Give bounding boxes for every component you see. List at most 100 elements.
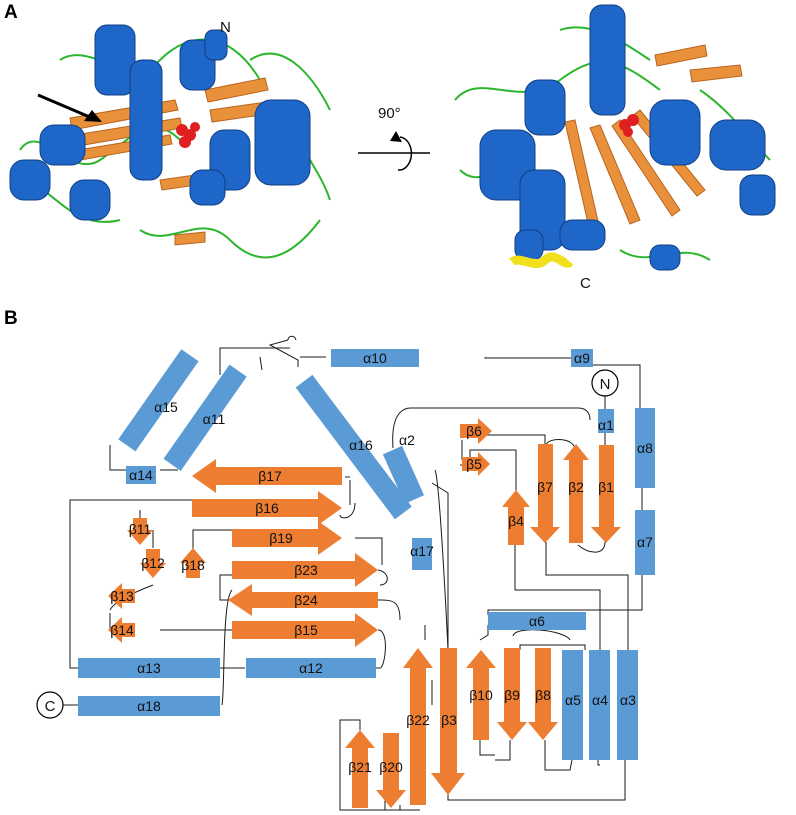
helix-a8-label: α8 [637, 440, 653, 456]
strand-b2 [563, 444, 589, 543]
strand-b9-label: β9 [504, 687, 520, 703]
rotation-label: 90° [378, 105, 401, 122]
helix-a17-label: α17 [410, 543, 434, 559]
strand-b5 [462, 452, 490, 476]
helix-a10 [331, 349, 419, 367]
strand-b11 [127, 518, 153, 545]
strand-b18 [180, 548, 206, 578]
strand-b17 [192, 459, 342, 493]
helix-ribbons [9, 24, 311, 221]
strand-b5-label: β5 [466, 456, 482, 472]
n-terminus-label-a: N [220, 19, 231, 36]
strand-b15-label: β15 [294, 622, 318, 638]
helix-a4 [589, 650, 610, 760]
strand-b1-label: β1 [598, 479, 614, 495]
helix-a18-label: α18 [137, 698, 161, 714]
helix-layer [78, 349, 655, 760]
strand-b7-label: β7 [537, 479, 553, 495]
helix-a13 [78, 658, 220, 678]
helix-a6-label: α6 [529, 613, 545, 629]
strand-b2-label: β2 [568, 479, 584, 495]
c-terminus-label: C [45, 698, 56, 715]
strand-b23-label: β23 [294, 562, 318, 578]
helix-a17 [412, 538, 432, 570]
strand-b8 [528, 648, 558, 740]
strand-b17-label: β17 [258, 468, 282, 484]
helix-a1 [598, 409, 614, 433]
strand-b21-label: β21 [348, 759, 372, 775]
strand-layer [108, 418, 621, 808]
structure-view-left: N [9, 19, 331, 259]
strand-b22-label: β22 [406, 712, 430, 728]
strand-b22 [403, 648, 433, 805]
c-terminus-circle [36, 691, 64, 719]
helix-labels: α1 α2 α3 α4 α5 α6 α7 α8 α9 α10 α11 α12 α… [129, 350, 653, 714]
helix-a4-label: α4 [592, 692, 608, 708]
helix-a3 [617, 650, 638, 760]
helix-a10-label: α10 [363, 350, 387, 366]
strand-b21 [345, 730, 375, 808]
strand-labels: β1 β2 β3 β4 β5 β6 β7 β8 β9 β10 β11 β12 β… [110, 423, 614, 775]
c-terminus-label-a: C [580, 275, 591, 292]
strand-b14 [108, 617, 135, 643]
c-terminal-helix [509, 252, 574, 269]
structure-view-right: C [454, 4, 776, 292]
strand-b10-label: β10 [469, 687, 493, 703]
helix-ribbons-right [479, 4, 776, 271]
helix-a16 [295, 374, 412, 520]
strand-b4-label: β4 [508, 513, 524, 529]
strand-b19-label: β19 [269, 530, 293, 546]
strand-b9 [497, 648, 527, 740]
helix-a11 [163, 364, 247, 471]
strand-b16-label: β16 [255, 500, 279, 516]
strand-b10 [466, 650, 496, 740]
strand-b4 [502, 490, 530, 545]
rotation-symbol: 90° [358, 105, 430, 171]
helix-a13-label: α13 [137, 660, 161, 676]
n-terminus-label: N [600, 376, 611, 393]
strand-b14-label: β14 [110, 622, 134, 638]
strand-b15 [232, 613, 378, 647]
helix-a15-label: α15 [154, 399, 178, 415]
strand-b13 [108, 583, 135, 609]
helix-a15 [118, 349, 199, 452]
strand-b23 [232, 553, 378, 587]
helix-a12 [246, 658, 376, 678]
helix-a5-label: α5 [565, 692, 581, 708]
strand-b12 [140, 549, 166, 578]
helix-a3-label: α3 [620, 692, 636, 708]
strand-b24 [228, 584, 378, 616]
strand-b13-label: β13 [110, 588, 134, 604]
helix-a14 [126, 466, 156, 484]
helix-a16-label: α16 [349, 437, 373, 453]
strand-b7 [530, 444, 560, 543]
helix-a9 [571, 349, 593, 367]
strand-b1 [591, 445, 621, 543]
panel-b-label: B [4, 308, 18, 329]
strand-b24-label: β24 [294, 592, 318, 608]
helix-a7-label: α7 [637, 534, 653, 550]
helix-a2 [382, 445, 425, 504]
helix-a5 [562, 650, 583, 760]
helix-a7 [635, 510, 655, 575]
helix-a9-label: α9 [574, 350, 590, 366]
helix-a2-label: α2 [399, 432, 415, 448]
strand-b18-label: β18 [181, 557, 205, 573]
strand-b20 [376, 733, 406, 808]
strand-b16 [192, 491, 342, 525]
helix-a8 [635, 408, 655, 488]
n-terminus-circle [591, 369, 619, 397]
ligand-spheres-left [176, 122, 200, 148]
strand-b12-label: β12 [141, 555, 165, 571]
strand-b19 [232, 521, 342, 555]
pointer-arrow [37, 93, 93, 120]
strand-b20-label: β20 [379, 759, 403, 775]
helix-a1-label: α1 [598, 417, 614, 433]
strand-b6-label: β6 [466, 423, 482, 439]
helix-a14-label: α14 [129, 467, 153, 483]
helix-a12-label: α12 [299, 660, 323, 676]
strand-b3 [431, 648, 465, 795]
strand-b3-label: β3 [441, 712, 457, 728]
helix-a18 [78, 696, 220, 716]
